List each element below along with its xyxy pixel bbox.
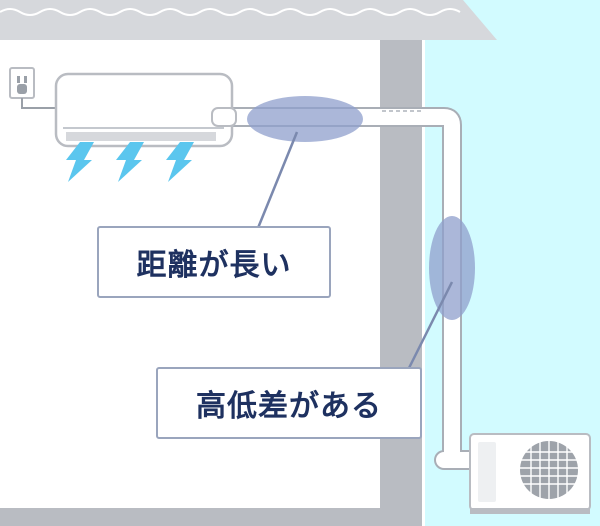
airflow-arrows xyxy=(66,142,194,182)
roof xyxy=(0,0,497,40)
outdoor-unit xyxy=(469,433,591,514)
connector-line-height xyxy=(406,281,454,371)
left-wall xyxy=(0,40,22,526)
label-height-difference: 高低差がある xyxy=(156,367,422,439)
power-outlet-icon xyxy=(9,67,58,109)
ground-floor-strip xyxy=(0,508,422,526)
fan-grille-icon xyxy=(520,441,578,499)
label-long-distance: 距離が長い xyxy=(97,226,331,298)
airflow-arrow-icon xyxy=(166,142,194,182)
airflow-arrow-icon xyxy=(116,142,144,182)
highlight-horizontal-pipe xyxy=(247,96,363,142)
indoor-unit xyxy=(54,72,237,148)
airflow-arrow-icon xyxy=(66,142,94,182)
highlight-vertical-pipe xyxy=(429,216,475,320)
connector-line-distance xyxy=(256,131,299,229)
